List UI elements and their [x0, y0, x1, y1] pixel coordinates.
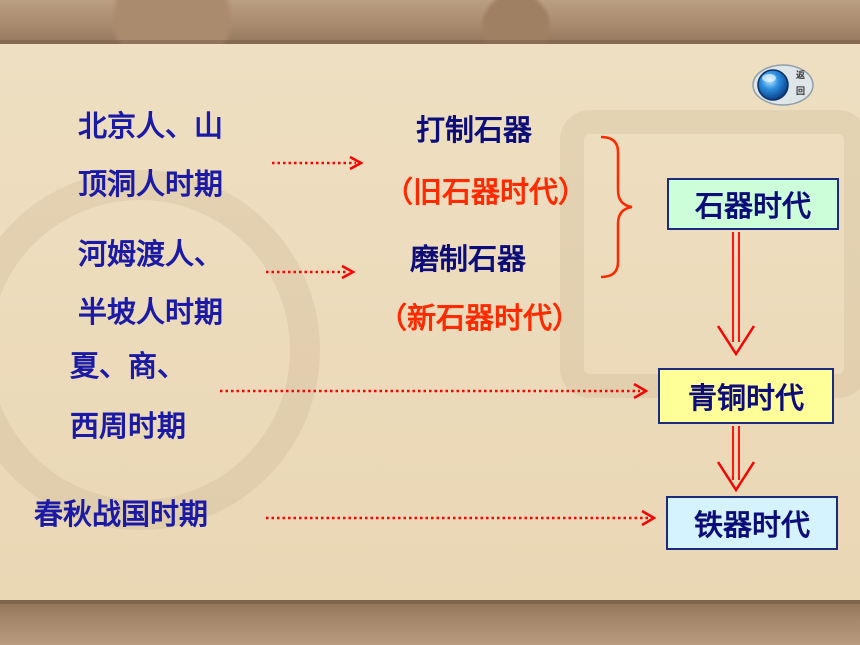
period-3-line-1: 夏、商、	[70, 349, 187, 383]
dotted-arrow-period1-to-chipped-stone	[272, 155, 364, 171]
tool-polished-stone: 磨制石器	[410, 242, 527, 276]
stone-age-label: 石器时代	[694, 189, 811, 223]
period-3-line-2: 西周时期	[70, 409, 187, 443]
period-4-label: 春秋战国时期	[34, 497, 209, 531]
back-button-label-1: 返	[796, 71, 806, 81]
bottom-decorative-band	[0, 600, 860, 645]
dotted-arrow-period4-to-iron-age	[266, 509, 657, 527]
box-iron-age: 铁器时代	[666, 496, 838, 550]
top-decorative-band	[0, 0, 860, 44]
period-1-line-2: 顶洞人时期	[78, 167, 224, 201]
back-button-icon	[752, 64, 814, 106]
dotted-arrow-period2-to-polished-stone	[266, 264, 356, 280]
box-stone-age: 石器时代	[667, 178, 839, 230]
period-2-line-1: 河姆渡人、	[78, 237, 224, 271]
dotted-arrow-period3-to-bronze-age	[220, 382, 649, 400]
stone-tools-brace	[600, 135, 633, 279]
arrow-bronze-to-iron	[716, 426, 756, 493]
period-2-line-2: 半坡人时期	[78, 295, 224, 329]
back-button-label-2: 回	[796, 87, 806, 97]
box-bronze-age: 青铜时代	[658, 368, 834, 424]
bronze-age-label: 青铜时代	[687, 381, 804, 415]
period-1-line-1: 北京人、山	[78, 109, 224, 143]
arrow-stone-to-bronze	[716, 232, 756, 357]
tool-chipped-stone: 打制石器	[416, 113, 533, 147]
back-button[interactable]: 返 回	[752, 64, 814, 106]
era-neolithic: （新石器时代）	[378, 301, 582, 335]
iron-age-label: 铁器时代	[693, 508, 810, 542]
era-paleolithic: （旧石器时代）	[384, 175, 588, 209]
